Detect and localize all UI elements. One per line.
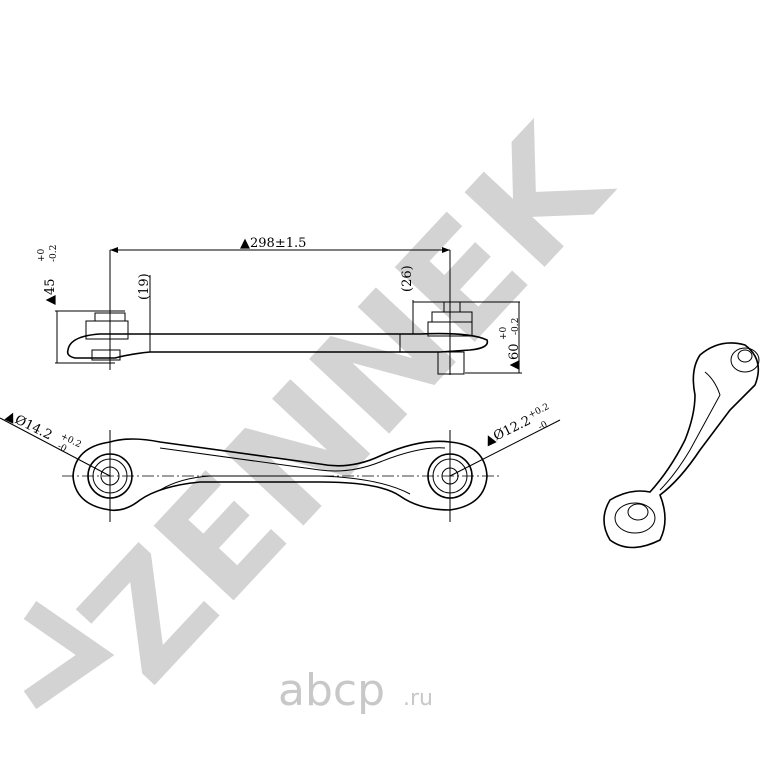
length-dimension: ▲298±1.5 xyxy=(240,236,306,251)
svg-text:-0: -0 xyxy=(537,420,550,433)
offset-right-dimension: (26) xyxy=(400,265,415,292)
bore-left-dimension: ▲Ø14.2 xyxy=(3,408,54,443)
abcp-logo: abcp .ru xyxy=(278,665,433,716)
offset-left-dimension: (19) xyxy=(137,273,152,300)
svg-text:-0.2: -0.2 xyxy=(511,318,521,335)
side-view: ▲298±1.5 ▲45 +0 -0.2 (19) (26) ▲60 +0 -0… xyxy=(37,236,522,375)
watermark: ZENNEK xyxy=(23,94,644,715)
isometric-view xyxy=(603,342,760,549)
logo-main: abcp xyxy=(278,665,385,716)
watermark-text: ZENNEK xyxy=(49,94,644,714)
watermark-chevron-icon xyxy=(23,600,115,710)
logo-suffix: .ru xyxy=(403,686,433,711)
bore-right-dimension: ▲Ø12.2 xyxy=(482,413,533,448)
height-right-dimension: ▲60 xyxy=(507,343,522,370)
svg-text:+0: +0 xyxy=(37,248,47,262)
svg-text:+0: +0 xyxy=(499,326,509,340)
height-left-dimension: ▲45 xyxy=(43,278,58,305)
svg-text:+0.2: +0.2 xyxy=(527,402,551,421)
svg-text:-0.2: -0.2 xyxy=(49,245,59,262)
svg-text:-0: -0 xyxy=(56,442,69,455)
